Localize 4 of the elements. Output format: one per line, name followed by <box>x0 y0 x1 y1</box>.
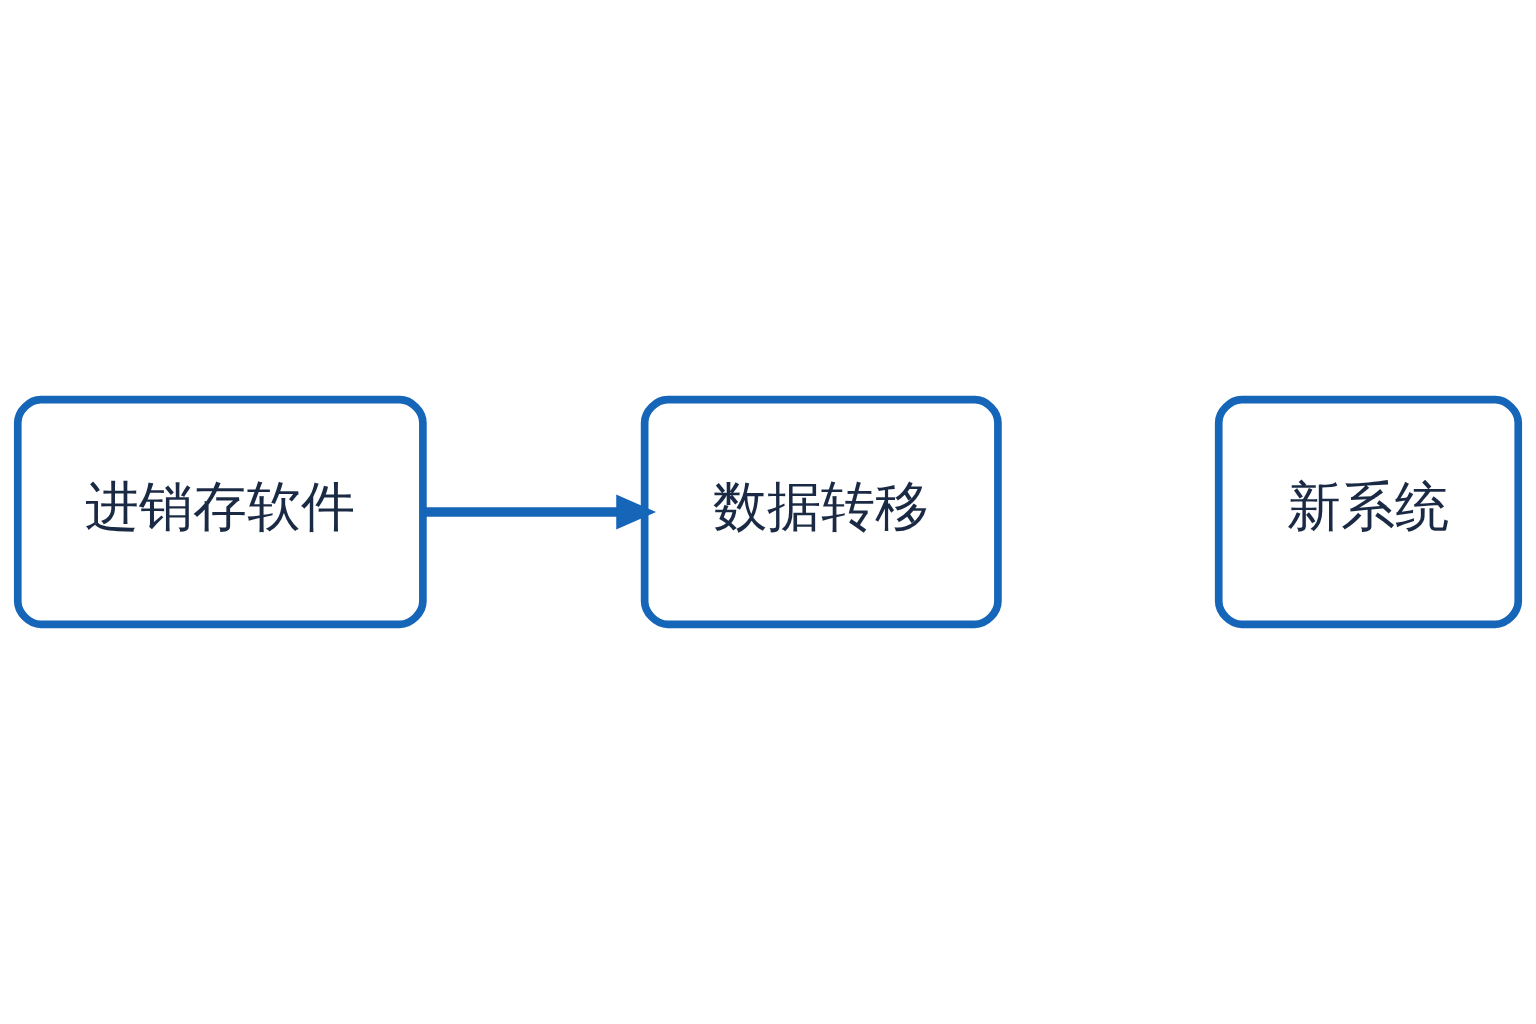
node-box: 进销存软件 <box>13 395 427 629</box>
node-box: 新系统 <box>1214 395 1523 629</box>
arrow <box>423 494 657 530</box>
node-box: 数据转移 <box>640 395 1002 629</box>
